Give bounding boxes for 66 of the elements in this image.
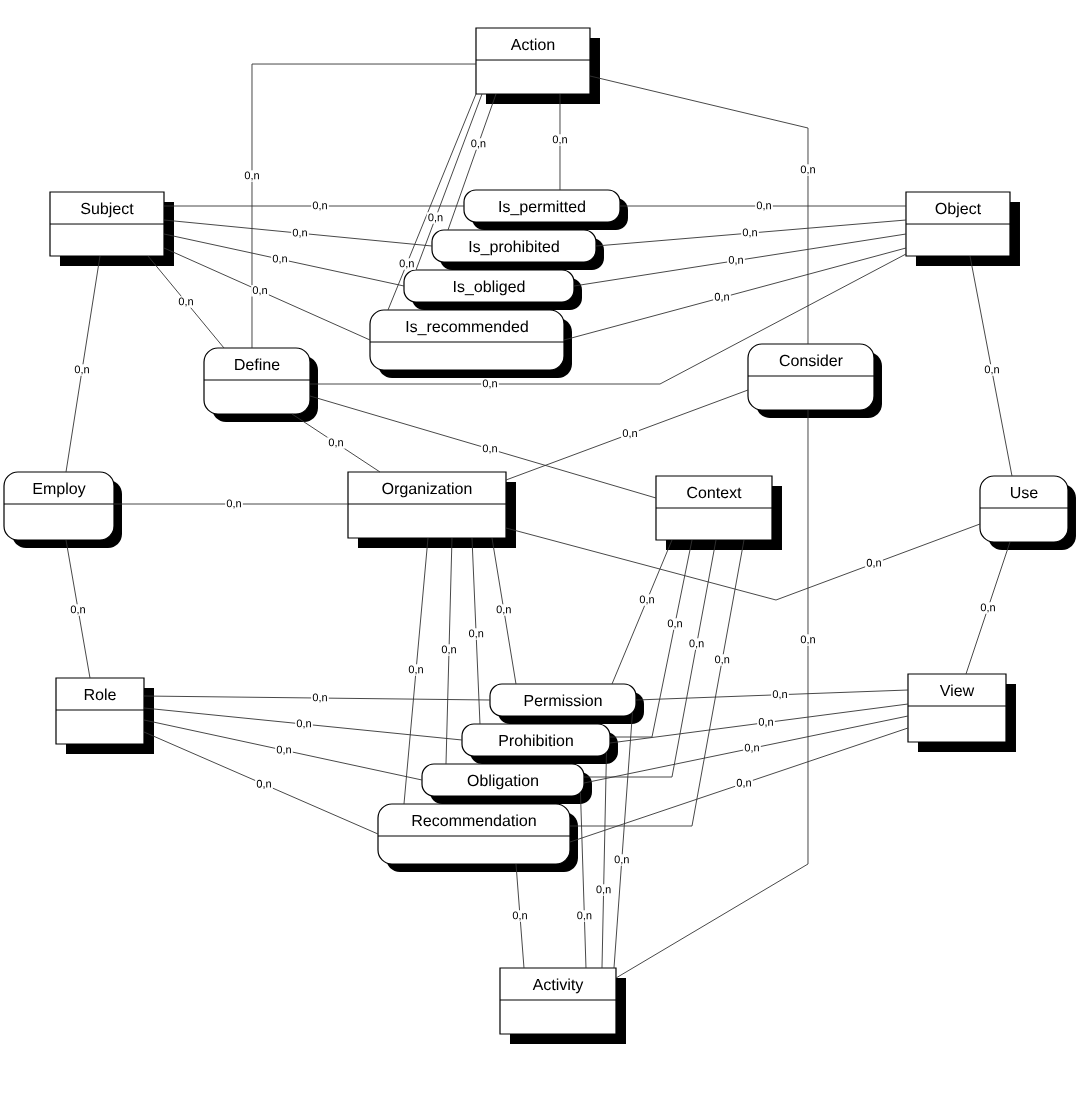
connector-line (583, 715, 909, 784)
connector-line (143, 731, 379, 835)
connector-line (583, 539, 717, 778)
relationship-box: Obligation (421, 763, 592, 804)
entity-box: Organization (347, 471, 516, 548)
connector-line (505, 523, 981, 601)
connector-line (595, 219, 907, 247)
connector-line (387, 93, 477, 311)
relationship-box: Define (203, 347, 318, 422)
connector-line (965, 541, 1011, 675)
connector-line (65, 255, 101, 473)
entity-box: Subject (49, 191, 174, 266)
entity-box: Action (475, 27, 600, 104)
connector-line (615, 409, 809, 979)
entity-box: Object (905, 191, 1020, 266)
connector-line (163, 247, 371, 341)
connector-line (611, 539, 673, 685)
relationship-box: Consider (747, 343, 882, 418)
connector-line (515, 863, 525, 969)
connector-line (580, 792, 587, 969)
relationship-box: Employ (3, 471, 122, 548)
connector-line (613, 712, 633, 969)
connector-line (559, 93, 561, 191)
connector-line (601, 752, 607, 969)
entity-box: View (907, 673, 1016, 752)
connector-line (163, 219, 433, 247)
connector-line (143, 695, 491, 701)
relationship-box: Use (979, 475, 1076, 550)
connector-line (471, 537, 481, 725)
connector-line (609, 703, 909, 744)
connector-line (309, 253, 907, 385)
connector-line (635, 689, 909, 701)
connector-line (569, 727, 909, 843)
entity-box: Context (655, 475, 782, 550)
connector-line (563, 247, 907, 341)
entity-box: Role (55, 677, 154, 754)
connector-line (65, 539, 91, 679)
connector-line (163, 233, 405, 287)
connector-line (309, 395, 657, 499)
relationship-box: Permission (489, 683, 644, 724)
connector-line (251, 63, 477, 349)
connector-line (291, 413, 381, 473)
connector-line (447, 93, 497, 231)
relationship-box: Is_obliged (403, 269, 582, 310)
relationship-box: Is_permitted (463, 189, 628, 230)
connector-line (505, 389, 749, 481)
relationship-box: Is_recommended (369, 309, 572, 378)
connector-line (415, 93, 483, 271)
connector-line (609, 539, 693, 738)
connector-line (969, 255, 1013, 477)
connector-line (569, 539, 745, 827)
connector-line (589, 75, 809, 345)
connector-line (143, 719, 423, 781)
connector-line (147, 255, 225, 349)
connector-line (143, 707, 463, 741)
connector-line (163, 205, 465, 207)
relationship-box: Is_prohibited (431, 229, 604, 270)
connector-line (491, 537, 517, 685)
relationship-box: Prohibition (461, 723, 618, 764)
connector-line (113, 503, 349, 505)
connector-line (445, 537, 453, 765)
connector-line (403, 537, 429, 805)
entity-box: Activity (499, 967, 626, 1044)
connector-line (619, 205, 907, 207)
relationship-box: Recommendation (377, 803, 578, 872)
connector-line (573, 233, 907, 287)
